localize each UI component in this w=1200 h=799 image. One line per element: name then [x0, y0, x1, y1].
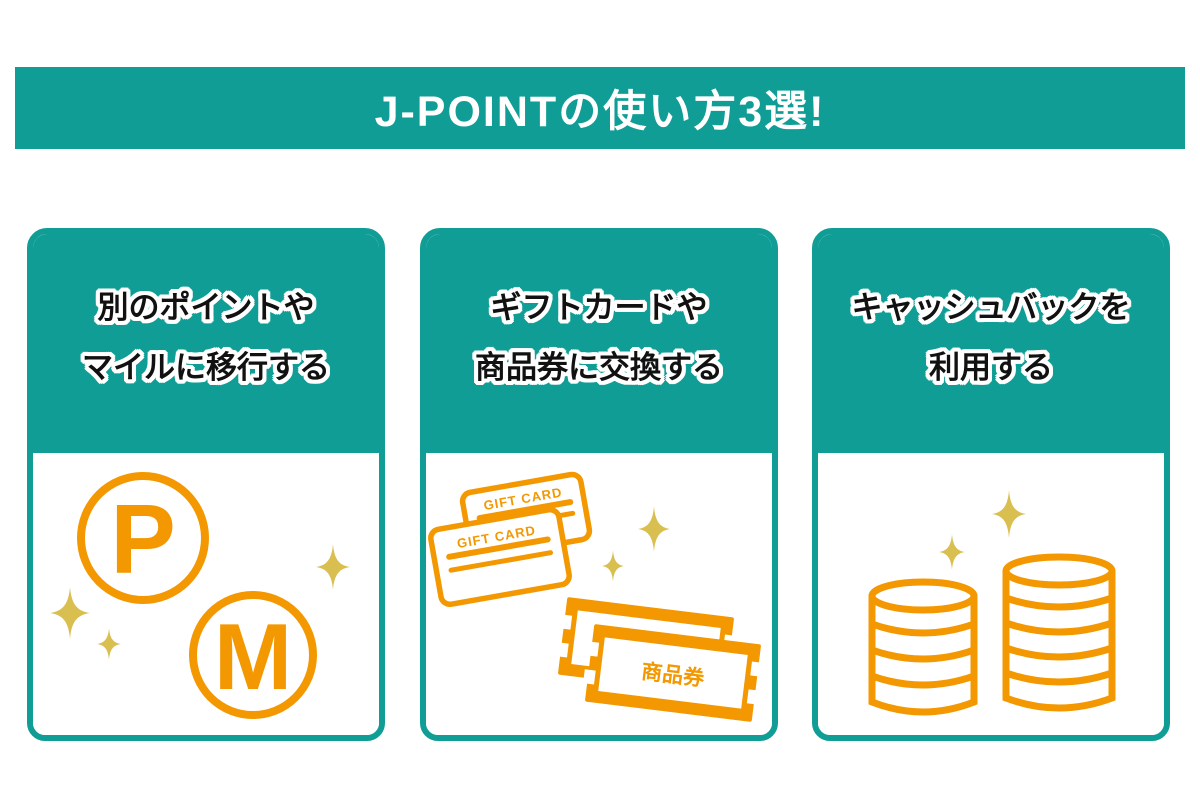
card-title-line-1: 別のポイントや	[97, 289, 315, 325]
sparkle-icon	[97, 628, 121, 660]
header-banner: J-POINTの使い方3選!	[15, 67, 1185, 149]
sparkle-icon	[939, 534, 965, 570]
card-gift-exchange: ギフトカードや 商品券に交換する GIFT CARD GIFT CARD	[420, 228, 778, 741]
voucher-front-icon: 商品券	[583, 624, 763, 722]
card-title-line-1: キャッシュバックを	[851, 289, 1131, 325]
coin-stack-short-icon	[868, 578, 978, 716]
card-title-line-1: ギフトカードや	[490, 289, 708, 325]
page-title: J-POINTの使い方3選!	[374, 88, 826, 136]
mile-coin-letter: M	[214, 604, 292, 709]
card-gift-exchange-body: GIFT CARD GIFT CARD	[426, 453, 772, 735]
card-title-line-2: 利用する	[929, 349, 1053, 385]
card-point-mile-transfer-header: 別のポイントや マイルに移行する	[33, 234, 379, 453]
card-cashback-header: キャッシュバックを 利用する	[818, 234, 1164, 453]
sparkle-icon	[316, 544, 350, 590]
sparkle-icon	[50, 587, 90, 639]
card-point-mile-transfer-body: P M	[33, 453, 379, 735]
sparkle-icon	[602, 550, 624, 582]
gift-card-front-icon: GIFT CARD	[428, 506, 572, 608]
point-mile-coins-icon: P M	[50, 472, 350, 719]
coin-stacks-icon	[868, 490, 1116, 716]
sparkles-icon	[939, 490, 1026, 570]
mile-coin-icon: M	[189, 591, 317, 719]
card-gift-exchange-header: ギフトカードや 商品券に交換する	[426, 234, 772, 453]
card-title-line-2: 商品券に交換する	[475, 349, 723, 385]
sparkle-icon	[992, 490, 1026, 538]
sparkles-icon	[602, 506, 670, 582]
card-title-line-2: マイルに移行する	[82, 349, 330, 385]
card-cashback: キャッシュバックを 利用する	[812, 228, 1170, 741]
sparkle-icon	[638, 506, 670, 552]
sparkles-icon	[50, 544, 350, 660]
card-point-mile-transfer: 別のポイントや マイルに移行する P M	[27, 228, 385, 741]
gift-card-voucher-icon: GIFT CARD GIFT CARD	[428, 471, 763, 722]
point-coin-letter: P	[110, 484, 175, 594]
coin-stack-tall-icon	[1002, 553, 1116, 712]
card-cashback-body	[818, 453, 1164, 735]
point-coin-icon: P	[77, 472, 209, 604]
